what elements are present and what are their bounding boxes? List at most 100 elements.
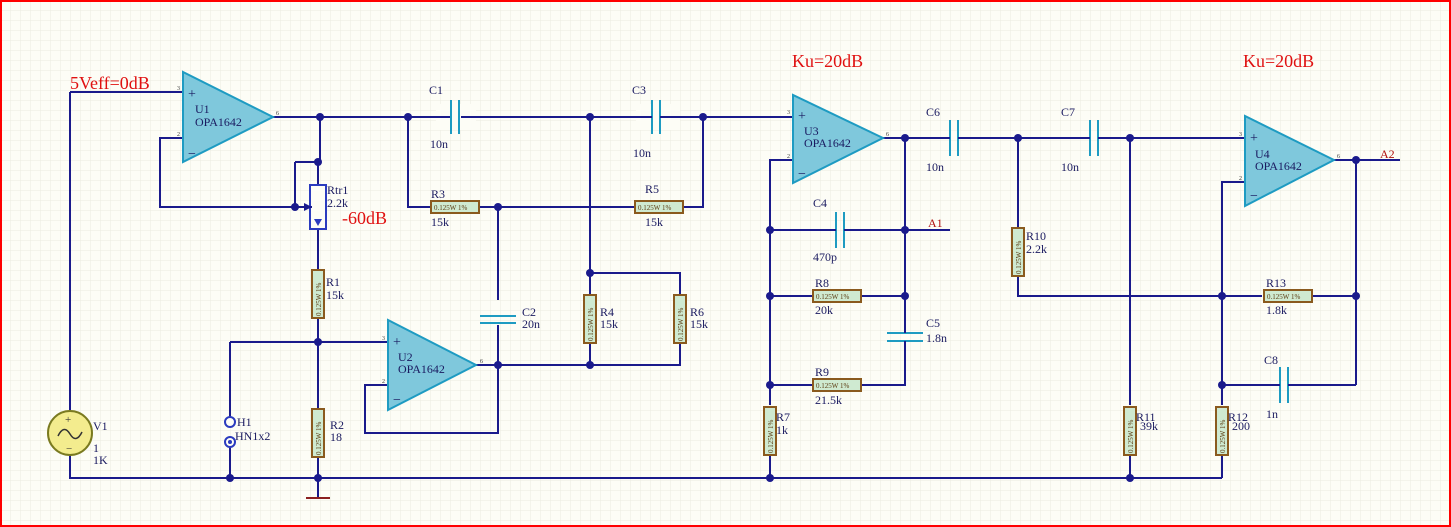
opamp-u3-ref: U3: [804, 124, 819, 138]
net-label-a2: A2: [1380, 147, 1395, 161]
opamp-u4[interactable]: + − 3 2 6 U4 OPA1642: [1239, 114, 1340, 208]
potentiometer-rtr1-ref: Rtr1: [327, 183, 348, 197]
resistor-r2[interactable]: 0.125W 1% R2 18: [311, 408, 344, 458]
capacitor-c4-value: 470p: [813, 250, 837, 264]
opamp-u3[interactable]: + − 3 2 6 U3 OPA1642: [787, 93, 889, 185]
opamp-u2-ref: U2: [398, 350, 413, 364]
opamp-u1-pin2: 2: [177, 132, 180, 138]
opamp-u1-minus: −: [188, 147, 196, 162]
resistor-r13[interactable]: 0.125W 1% R13 1.8k: [1263, 276, 1313, 317]
annotation-input-level: 5Veff=0dB: [70, 73, 150, 93]
capacitor-c3-value: 10n: [633, 146, 651, 160]
capacitor-c7-ref: C7: [1061, 105, 1075, 119]
resistor-r7[interactable]: 0.125W 1% R7 1k: [763, 406, 790, 456]
resistor-r12-ref: R12: [1228, 410, 1248, 424]
voltage-source-ref: V1: [93, 419, 108, 433]
annotation-gain-stage1: Ku=20dB: [792, 51, 863, 71]
capacitor-c4-ref: C4: [813, 196, 827, 210]
opamp-u4-pin3: 3: [1239, 132, 1242, 138]
resistor-r8[interactable]: 0.125W 1% R8 20k: [812, 276, 862, 317]
opamp-u2-pin3: 3: [382, 336, 385, 342]
resistor-r5[interactable]: 0.125W 1% R5 15k: [634, 182, 684, 229]
opamp-u4-minus: −: [1250, 189, 1258, 204]
resistor-r13-ref: R13: [1266, 276, 1286, 290]
resistor-r6-value: 15k: [690, 317, 708, 331]
capacitor-c2-ref: C2: [522, 305, 536, 319]
resistor-r6[interactable]: 0.125W 1% R6 15k: [673, 294, 708, 344]
resistor-r4[interactable]: 0.125W 1% R4 15k: [583, 294, 618, 344]
resistor-r4-value: 15k: [600, 317, 618, 331]
resistor-r8-ref: R8: [815, 276, 829, 290]
capacitor-c1[interactable]: C1 10n: [429, 83, 476, 151]
voltage-source-line2: 1K: [93, 453, 108, 467]
opamp-u3-pin6: 6: [886, 132, 889, 138]
capacitor-c8-ref: C8: [1264, 353, 1278, 367]
opamp-u4-part: OPA1642: [1255, 159, 1302, 173]
voltage-source-v1[interactable]: + − V1 1 1K: [47, 410, 108, 467]
resistor-r7-value: 1k: [776, 423, 788, 437]
annotation-gain-stage2: Ku=20dB: [1243, 51, 1314, 71]
resistor-r11[interactable]: 0.125W 1% R11 39k: [1123, 406, 1158, 456]
junction-dots: [226, 113, 1360, 482]
capacitor-c7-value: 10n: [1061, 160, 1079, 174]
resistor-r3-ref: R3: [431, 187, 445, 201]
resistor-r1-ref: R1: [326, 275, 340, 289]
resistor-r3-body: 0.125W 1%: [434, 204, 467, 212]
capacitor-c4[interactable]: C4 470p: [813, 196, 860, 264]
voltage-source-line1: 1: [93, 441, 99, 455]
resistor-r13-value: 1.8k: [1266, 303, 1287, 317]
potentiometer-rtr1[interactable]: Rtr1 2.2k: [295, 183, 348, 230]
resistor-r1[interactable]: 0.125W 1% R1 15k: [311, 269, 344, 319]
capacitor-c2[interactable]: C2 20n: [480, 305, 540, 331]
opamp-u3-pin2: 2: [787, 154, 790, 160]
resistor-r6-ref: R6: [690, 305, 704, 319]
voltage-source-plus: +: [65, 414, 71, 426]
resistor-r10[interactable]: 0.125W 1% R10 2.2k: [1011, 227, 1047, 277]
resistor-r3-value: 15k: [431, 215, 449, 229]
resistor-r5-body: 0.125W 1%: [638, 204, 671, 212]
capacitor-c3-ref: C3: [632, 83, 646, 97]
resistor-r3[interactable]: 0.125W 1% R3 15k: [430, 187, 480, 229]
resistor-r10-body: 0.125W 1%: [1015, 241, 1023, 274]
resistor-r12-value: 200: [1232, 419, 1250, 433]
resistor-r11-value: 39k: [1140, 419, 1158, 433]
resistor-r4-ref: R4: [600, 305, 614, 319]
opamp-u2[interactable]: + − 3 2 6 U2 OPA1642: [382, 318, 483, 412]
wires: [69, 91, 1400, 497]
opamp-u3-plus: +: [798, 109, 806, 124]
opamp-u2-pin2: 2: [382, 379, 385, 385]
capacitor-c6-ref: C6: [926, 105, 940, 119]
opamp-u1[interactable]: + − 3 2 6 U1 OPA1642: [177, 70, 279, 164]
resistor-r8-body: 0.125W 1%: [816, 293, 849, 301]
resistor-r8-value: 20k: [815, 303, 833, 317]
annotation-attenuation: -60dB: [342, 208, 387, 228]
resistor-r9[interactable]: 0.125W 1% R9 21.5k: [812, 365, 862, 407]
capacitor-c8[interactable]: C8 1n: [1264, 353, 1296, 421]
capacitor-c8-value: 1n: [1266, 407, 1278, 421]
capacitor-c7[interactable]: C7 10n: [1061, 105, 1108, 174]
opamp-u4-plus: +: [1250, 131, 1258, 146]
resistor-r1-body: 0.125W 1%: [315, 283, 323, 316]
resistor-r2-body: 0.125W 1%: [315, 422, 323, 455]
opamp-u2-plus: +: [393, 335, 401, 350]
opamp-u2-part: OPA1642: [398, 362, 445, 376]
opamp-u4-pin2: 2: [1239, 176, 1242, 182]
opamp-u2-pin6: 6: [480, 359, 483, 365]
resistor-r11-body: 0.125W 1%: [1127, 420, 1135, 453]
capacitor-c5[interactable]: C5 1.8n: [887, 316, 947, 348]
opamp-u4-pin6: 6: [1337, 154, 1340, 160]
capacitor-c3[interactable]: C3 10n: [632, 83, 680, 160]
resistor-r12[interactable]: 0.125W 1% R12 200: [1215, 406, 1250, 456]
opamp-u1-ref: U1: [195, 102, 210, 116]
resistor-r11-ref: R11: [1136, 410, 1156, 424]
opamp-u3-pin3: 3: [787, 110, 790, 116]
opamp-u1-pin6: 6: [276, 111, 279, 117]
capacitor-c6[interactable]: C6 10n: [926, 105, 972, 174]
header-h1[interactable]: H1 HN1x2: [224, 415, 270, 448]
resistor-r2-value: 18: [330, 430, 342, 444]
resistor-r4-body: 0.125W 1%: [587, 308, 595, 341]
resistor-r9-value: 21.5k: [815, 393, 842, 407]
opamp-u1-part: OPA1642: [195, 115, 242, 129]
